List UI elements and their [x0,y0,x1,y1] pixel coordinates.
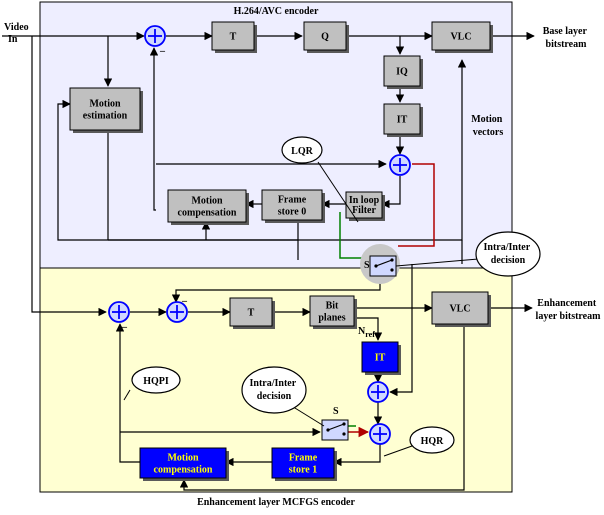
vlc-enh-label: VLC [449,304,470,315]
intra-inter-right-label: Intra/Inter decision [484,242,533,266]
hqpi-callout [131,366,181,394]
t-enh-block: T [229,297,275,329]
lqr-label: LQR [291,146,313,157]
iq-block: IQ [383,55,423,89]
enh-output-label: Enhancement layer bitstream [536,298,602,322]
q-label: Q [321,32,329,43]
adder-enh-recon-2 [369,423,391,445]
hqr-label: HQR [421,436,445,447]
vlc-enh-block: VLC [431,291,491,327]
it-base-label: IT [397,115,408,126]
intra-inter-left-label: Intra/Inter decision [250,378,299,402]
it-enh-block: IT [361,341,401,375]
adder-enh-sub-2 [166,301,188,323]
iq-label: IQ [396,67,408,78]
t-enh-label: T [248,308,255,319]
adder-base-sub [144,25,166,47]
motion-vectors-label: Motion vectors [471,114,505,138]
hqpi-label: HQPI [143,376,169,387]
lqr-callout [281,136,323,164]
minus-sign-enh-1: – [121,322,128,333]
minus-sign-base: – [159,46,166,57]
adder-enh-recon-1 [367,381,389,403]
t-base-label: T [230,32,237,43]
adder-base-recon [389,154,411,176]
vlc-base-block: VLC [431,21,493,53]
intra-inter-right-callout [475,231,541,277]
it-enh-label: IT [375,353,386,364]
hqr-callout [409,426,455,454]
switch-base-label: S [364,260,370,271]
it-base-block: IT [383,103,423,137]
nref-label: Nref [358,326,375,339]
enh-region-title: Enhancement layer MCFGS encoder [197,497,355,508]
switch-enh-label: S [333,406,339,417]
video-input-label: Video In [4,22,31,45]
intra-inter-left-callout [241,366,307,414]
t-base-block: T [211,21,257,53]
adder-enh-sub-1 [108,301,130,323]
base-region-title: H.264/AVC encoder [234,6,319,17]
q-block: Q [303,21,349,53]
vlc-base-label: VLC [450,32,471,43]
base-output-label: Base layer bitstream [543,26,589,50]
minus-sign-enh-2: – [181,296,188,307]
